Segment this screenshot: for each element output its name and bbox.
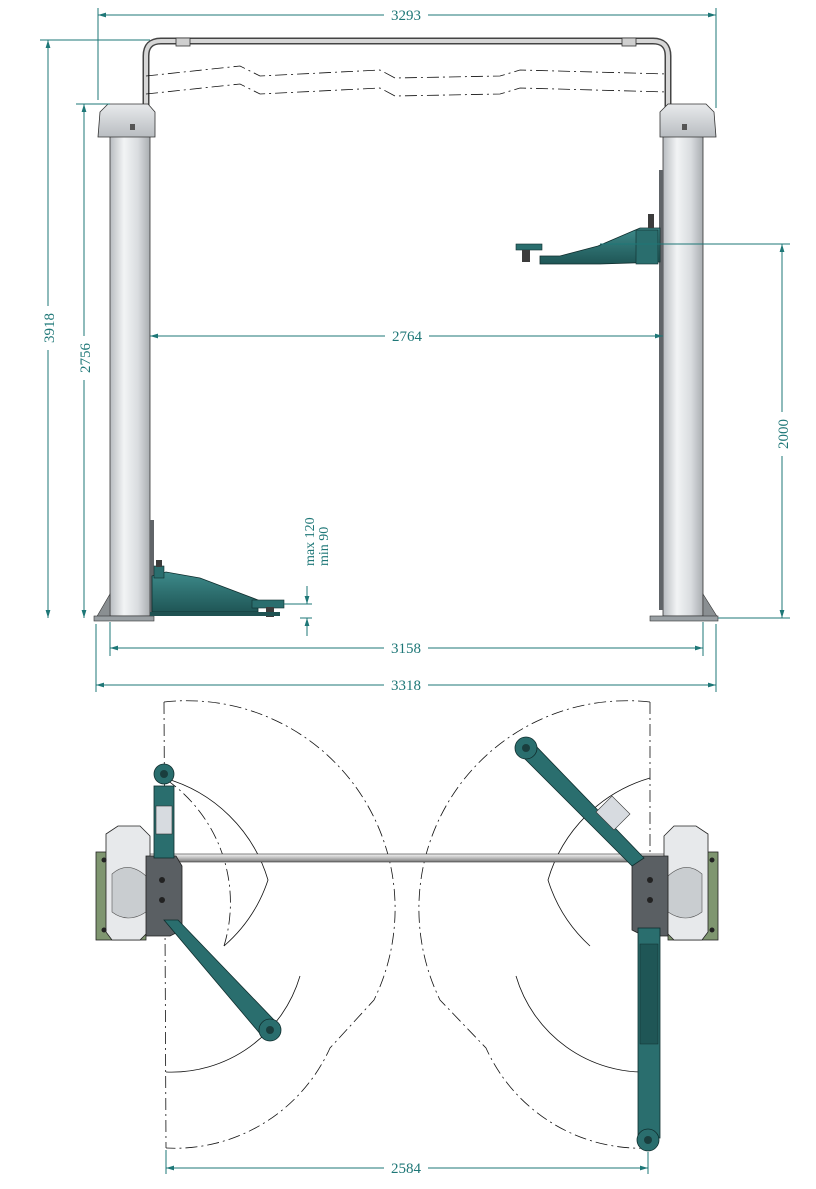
dim-label-base-width: 3158	[391, 641, 421, 657]
dim-pad-height: max 120 min 90	[284, 517, 332, 636]
right-lift-arm-raised	[515, 214, 661, 265]
dim-max-lift: 2000	[600, 243, 792, 619]
left-column-plan	[95, 825, 183, 941]
dim-column-height: 2756	[75, 103, 110, 618]
dim-base-width: 3158	[109, 622, 704, 657]
dim-label-column-height: 2756	[78, 343, 94, 374]
dim-label-total-height: 3918	[42, 313, 58, 343]
dim-plan-arm-span: 2584	[165, 1150, 649, 1177]
right-column	[649, 103, 719, 622]
dim-total-height: 3918	[39, 39, 150, 618]
dim-overall-width: 3318	[95, 624, 717, 694]
left-swing-arcs	[163, 700, 396, 1149]
dim-label-inner-width: 2764	[392, 329, 423, 345]
left-column	[93, 103, 156, 622]
dim-label-top-width: 3293	[391, 8, 421, 24]
dim-inner-width: 2764	[150, 327, 663, 345]
dim-label-pad-max: max 120	[303, 517, 318, 566]
left-lift-arm-lowered	[150, 560, 285, 617]
right-arm-rear	[636, 927, 661, 1152]
right-arm-front	[514, 736, 645, 867]
overhead-bar	[142, 37, 672, 110]
plan-overhead-bar	[145, 853, 667, 863]
dim-top-width: 3293	[97, 6, 717, 108]
left-arm-rear	[163, 919, 282, 1042]
dim-label-overall-width: 3318	[391, 678, 421, 694]
left-arm-front	[153, 763, 175, 859]
right-column-plan	[631, 825, 719, 941]
elevation-view: 3293 3918 2756 2764 2000	[39, 6, 792, 694]
dim-label-max-lift: 2000	[776, 419, 792, 449]
dim-label-pad-min: min 90	[317, 527, 332, 566]
plan-view: 2584	[95, 700, 719, 1177]
dim-label-plan-arm-span: 2584	[391, 1161, 422, 1177]
